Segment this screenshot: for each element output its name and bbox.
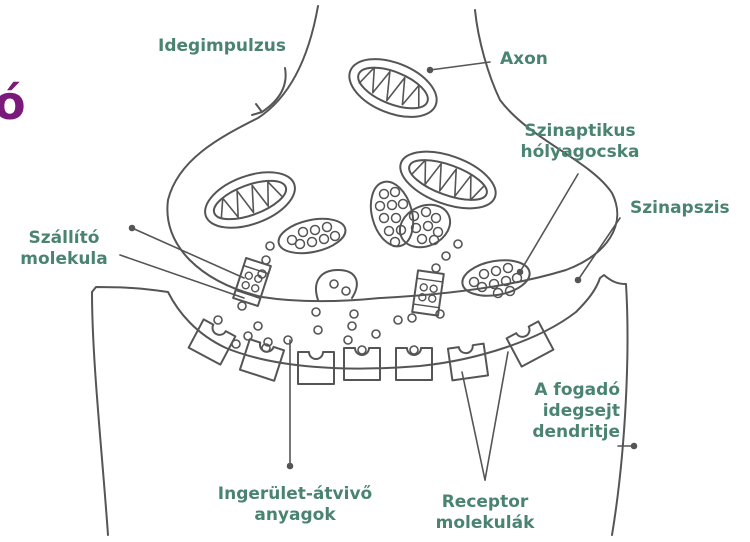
- bound-transmitter: [410, 346, 418, 354]
- mitochondrion: [198, 161, 303, 238]
- leader-axon: [430, 62, 490, 70]
- receptor-molecule: [189, 319, 236, 364]
- label-impulse: Idegimpulzus: [158, 36, 286, 57]
- label-receptor: Receptor molekulák: [420, 492, 550, 534]
- label-vesicle-line-2: hólyagocska: [500, 142, 660, 163]
- label-carrier-line-2: molekula: [4, 249, 124, 270]
- label-dendrite-line-3: dendritje: [500, 422, 620, 443]
- label-transmitter-line-1: Ingerület-átvivő: [200, 484, 390, 505]
- label-axon: Axon: [500, 49, 548, 70]
- label-receptor-line-2: molekulák: [420, 513, 550, 534]
- label-transmitter-line-2: anyagok: [200, 505, 390, 526]
- label-synapse: Szinapszis: [630, 198, 730, 219]
- label-dendrite: A fogadó idegsejt dendritje: [500, 380, 620, 443]
- leader-carrier-1: [132, 228, 244, 278]
- impulse-arrowhead: [252, 104, 262, 115]
- receptor-molecule: [396, 348, 432, 380]
- bound-transmitter: [358, 346, 366, 354]
- label-carrier: Szállító molekula: [4, 228, 124, 270]
- leader-receptor-1: [462, 372, 485, 480]
- label-carrier-line-1: Szállító: [4, 228, 124, 249]
- transport-molecule: [233, 258, 271, 306]
- label-dendrite-line-2: idegsejt: [500, 401, 620, 422]
- synaptic-vesicle: [460, 255, 533, 300]
- label-vesicle: Szinaptikus hólyagocska: [500, 121, 660, 163]
- synaptic-vesicle: [275, 213, 348, 258]
- exocytosis-bulge: [316, 270, 357, 300]
- synaptic-vesicle: [364, 177, 420, 251]
- mitochondrion: [341, 48, 445, 129]
- label-dendrite-line-1: A fogadó: [500, 380, 620, 401]
- cropped-heading-fragment: ó: [0, 80, 26, 126]
- transmitter-molecule: [342, 287, 350, 295]
- label-vesicle-line-1: Szinaptikus: [500, 121, 660, 142]
- leader-vesicle: [520, 174, 578, 272]
- label-transmitter: Ingerület-átvivő anyagok: [200, 484, 390, 526]
- mitochondrion: [393, 140, 503, 219]
- receptor-molecule: [344, 348, 380, 380]
- label-receptor-line-1: Receptor: [420, 492, 550, 513]
- transmitter-molecule: [330, 280, 338, 288]
- leader-synapse: [578, 218, 620, 280]
- leader-carrier-2: [120, 255, 244, 298]
